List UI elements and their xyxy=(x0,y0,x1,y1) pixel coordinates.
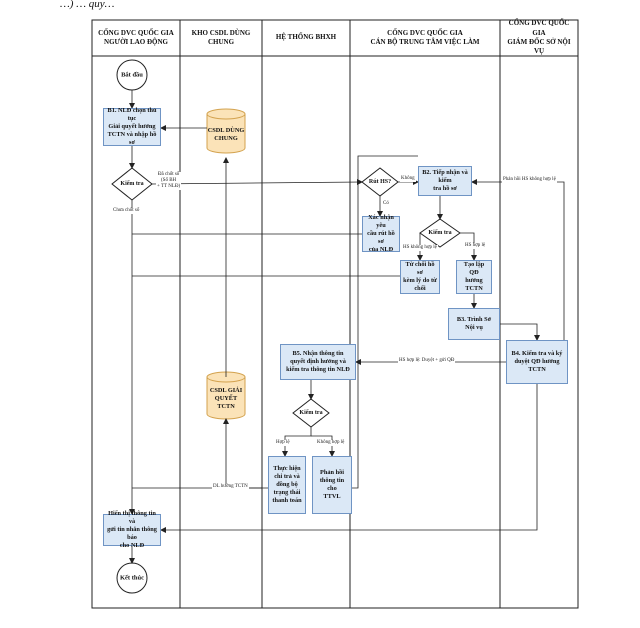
database-shared xyxy=(206,108,246,154)
execute-payment-box: Thực hiện chi trả và đồng bộ trạng thái … xyxy=(268,456,306,514)
decision-check-worker-label: Kiểm tra xyxy=(120,181,144,187)
connector xyxy=(460,232,477,261)
label-yes: Có xyxy=(382,201,390,207)
step-b4-box: B4. Kiểm tra và ký duyệt QĐ hưởng TCTN xyxy=(506,340,568,384)
lane-header-worker: CỔNG DVC QUỐC GIA NGƯỜI LAO ĐỘNG xyxy=(98,28,174,46)
connector xyxy=(223,418,262,489)
figure-caption: …) … quy… xyxy=(60,0,115,10)
connector xyxy=(500,323,540,341)
decision-withdraw-label: Rút HS? xyxy=(368,179,392,185)
label-no: Không xyxy=(400,176,416,182)
decision-check-center-label: Kiểm tra xyxy=(428,230,452,236)
decision-check-bhxh-label: Kiểm tra xyxy=(299,410,323,416)
label-invalid-short: Không hợp lệ xyxy=(316,440,346,446)
connector xyxy=(151,179,363,186)
decision-check-center xyxy=(419,218,461,248)
start-label: Bắt đầu xyxy=(121,71,143,79)
label-invalid: HS không hợp lệ xyxy=(402,245,438,251)
lane-header-shared-db: KHO CSDL DÙNG CHUNG xyxy=(191,28,251,46)
label-director-invalid: Phản hồi HS không hợp lệ xyxy=(502,177,557,183)
label-valid: HS hợp lệ xyxy=(464,243,487,249)
label-send-bhxh: HS hợp lệ: Duyệt + gửi QĐ xyxy=(398,358,456,364)
lane-header-bhxh: HỆ THỐNG BHXH xyxy=(275,33,337,42)
lane-header-director: CỔNG DVC QUỐC GIA GIÁM ĐỐC SỞ NỘI VỤ xyxy=(507,19,571,56)
label-data-tctn: DL hưởng TCTN xyxy=(212,484,249,490)
end-label: Kết thúc xyxy=(119,574,145,582)
show-notify-box: Hiển thị thông tin và gửi tin nhắn thông… xyxy=(103,510,161,549)
database-shared-label: CSDL DÙNG CHUNG xyxy=(207,127,245,142)
label-valid-short: Hợp lệ xyxy=(275,440,291,446)
step-b5-box: B5. Nhận thông tin quyết định hưởng và k… xyxy=(280,344,356,380)
step-b3-box: B3. Trình Sở Nội vụ xyxy=(448,308,500,340)
connector xyxy=(160,384,538,533)
database-resolved-label: CSDL GIẢI QUYẾT TCTN xyxy=(209,387,243,410)
draft-decision-box: Tạo lập QĐ hưởng TCTN xyxy=(456,260,492,294)
reject-box: Từ chối hồ sơ kèm lý do từ chối xyxy=(400,260,440,294)
pool-frame xyxy=(91,19,579,609)
connector xyxy=(351,155,418,489)
lane-header-employment-center: CỔNG DVC QUỐC GIA CÁN BỘ TRUNG TÂM VIỆC … xyxy=(370,28,480,46)
label-not-signed: Chưa chốt sổ xyxy=(112,208,141,214)
step-b1-box: B1. NLĐ chọn thủ tục Giải quyết hưởng TC… xyxy=(103,107,161,146)
feedback-box: Phản hồi thông tin cho TTVL xyxy=(312,456,352,514)
confirm-withdraw-box: Xác nhận yêu cầu rút hồ sơ của NLĐ xyxy=(362,214,400,253)
step-b2-box: B2. Tiếp nhận và kiểm tra hồ sơ xyxy=(418,166,472,196)
connector xyxy=(311,435,335,457)
connector xyxy=(282,427,312,457)
label-signed: Đã chốt sổ (Sổ BH + TT NLĐ) xyxy=(156,172,182,190)
